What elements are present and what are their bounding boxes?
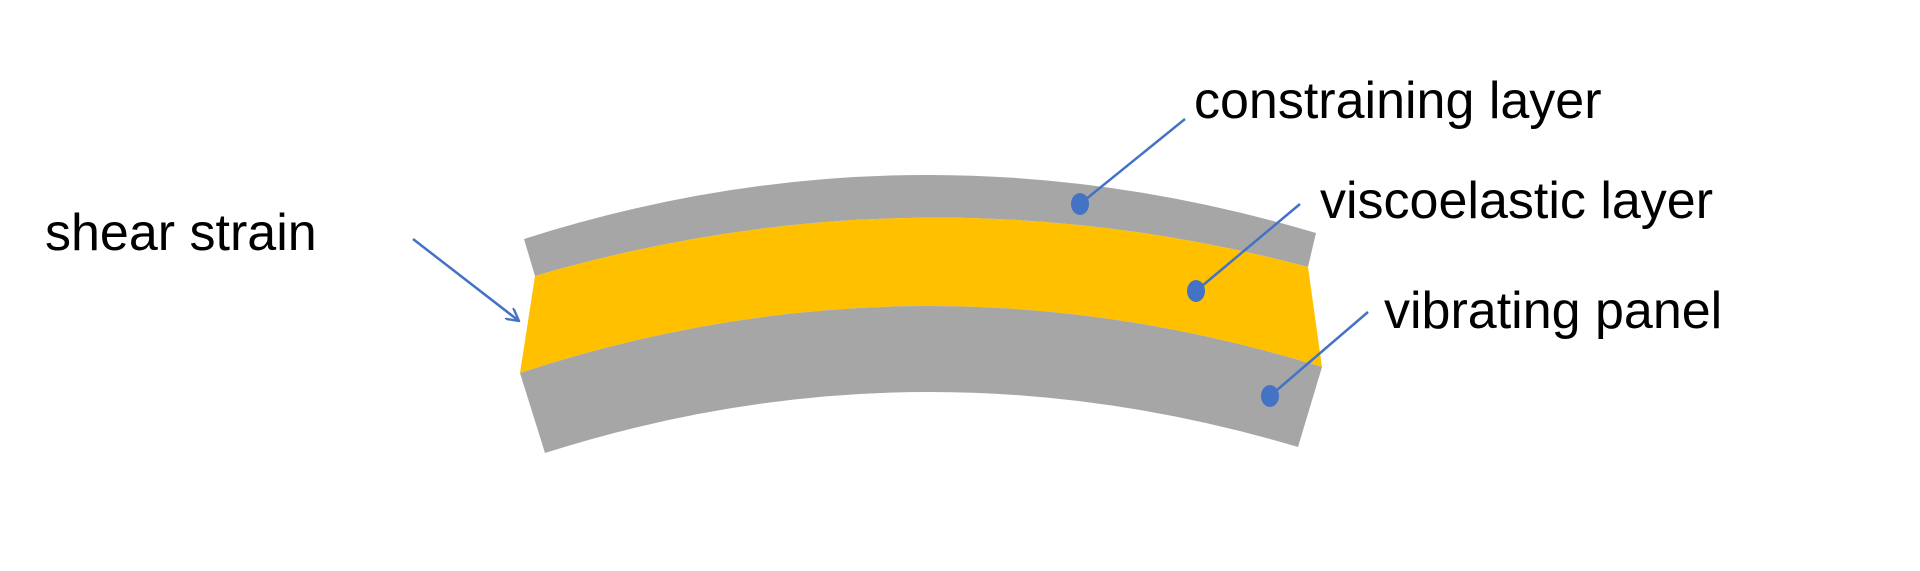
constraining-leader — [1071, 118, 1186, 215]
vibrating-panel-shape — [520, 305, 1322, 453]
vibrating-leader — [1261, 311, 1369, 407]
constraining-layer-shape — [524, 174, 1316, 276]
leader-dot-icon — [1187, 280, 1205, 302]
leader-dot-icon — [1071, 193, 1089, 215]
shear-strain-arrow-icon — [412, 238, 519, 321]
viscoelastic-leader — [1187, 203, 1301, 302]
label-shear-strain: shear strain — [45, 204, 317, 262]
viscoelastic-layer-shape — [520, 217, 1322, 373]
label-vibrating-panel: vibrating panel — [1384, 282, 1722, 340]
leader-dot-icon — [1261, 385, 1279, 407]
label-viscoelastic-layer: viscoelastic layer — [1320, 172, 1713, 230]
label-constraining-layer: constraining layer — [1194, 72, 1602, 130]
